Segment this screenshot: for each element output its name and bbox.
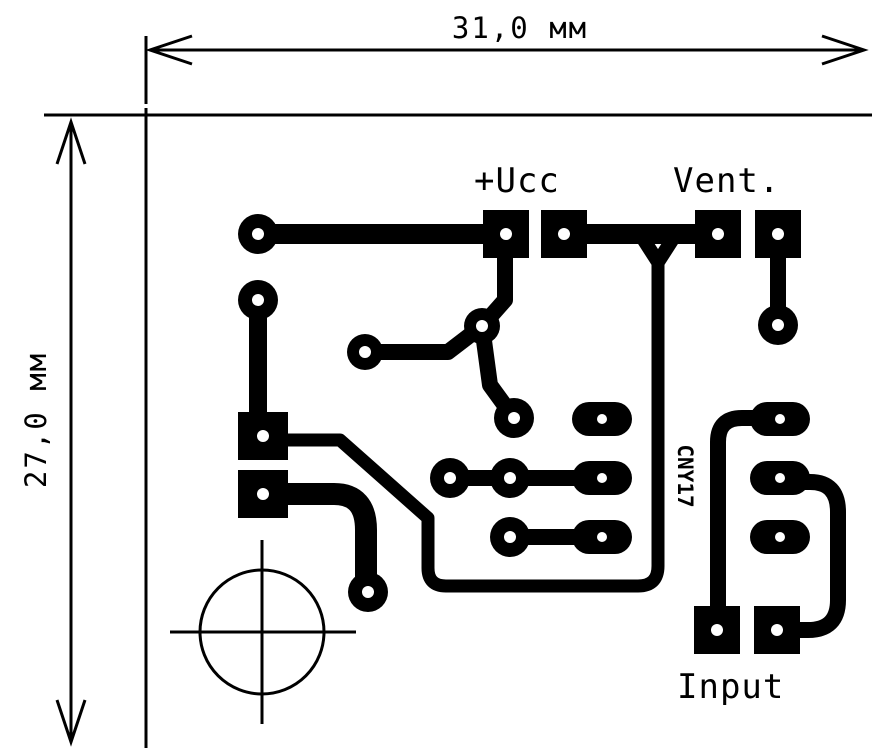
drill-hole	[359, 346, 371, 358]
trace-input-right	[770, 474, 846, 638]
drill-hole	[775, 473, 785, 483]
drill-hole	[508, 412, 520, 424]
width-arrow-left	[145, 34, 193, 66]
drill-hole	[444, 472, 456, 484]
drill-hole	[775, 414, 785, 424]
mounting-hole-crosshair	[170, 540, 356, 724]
drill-hole	[362, 586, 374, 598]
drill-hole	[597, 532, 607, 542]
width-label-bg	[425, 12, 615, 42]
drill-hole	[500, 228, 512, 240]
drill-hole	[252, 228, 264, 240]
drill-hole	[775, 532, 785, 542]
drill-hole	[257, 488, 269, 500]
drill-hole	[504, 531, 516, 543]
trace-common-bus	[255, 251, 665, 593]
width-dimension-label: 31,0 мм	[452, 11, 588, 45]
width-arrow-right	[821, 34, 869, 66]
drill-hole	[504, 472, 516, 484]
drill-hole	[597, 473, 607, 483]
height-dimension-label: 27,0 мм	[19, 352, 53, 488]
drill-hole	[476, 320, 488, 332]
drill-hole	[597, 414, 607, 424]
drill-hole	[772, 319, 784, 331]
height-label-bg	[20, 330, 50, 510]
drill-holes	[252, 228, 785, 636]
copper-traces	[248, 224, 846, 638]
height-arrow-bottom	[55, 699, 87, 747]
input-label: Input	[677, 667, 784, 707]
height-arrow-top	[55, 117, 87, 165]
drill-hole	[558, 228, 570, 240]
chip-label: CNY17	[673, 444, 697, 507]
trace-lower-left	[251, 483, 377, 601]
drill-hole	[252, 294, 264, 306]
drill-hole	[711, 624, 723, 636]
trace-input-left	[710, 410, 786, 638]
drill-hole	[257, 430, 269, 442]
fan-label: Vent.	[673, 161, 780, 201]
drill-hole	[712, 228, 724, 240]
drill-hole	[771, 624, 783, 636]
supply-label: +Ucc	[474, 161, 560, 201]
drill-hole	[772, 228, 784, 240]
dimension-lines	[44, 34, 872, 748]
